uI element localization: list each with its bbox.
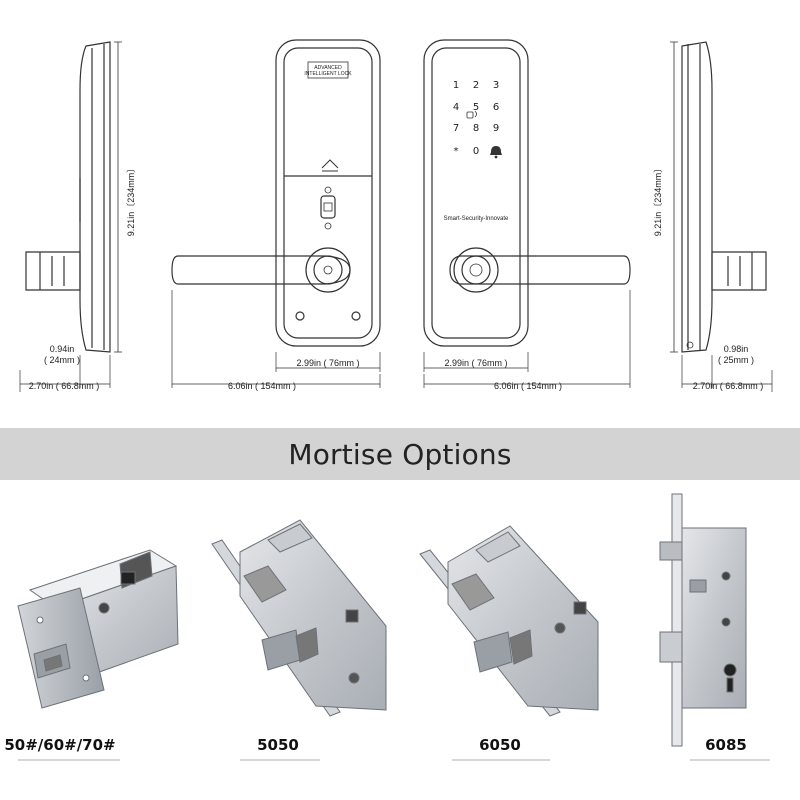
front-view-inner [171,39,381,388]
keypad-key: 3 [493,80,499,91]
brand-line-1: ADVANCED [314,65,342,71]
vertical-mortise-icon [659,493,747,747]
tubular-latch-icon [17,549,179,709]
outer-plate-width-dim: 2.99in ( 76mm ) [444,358,507,368]
left-depth-dim-in: 0.94in [50,344,75,354]
right-depth-dim-in: 0.98in [724,344,749,354]
rfid-icon [466,110,477,119]
keypad-key: 6 [493,102,499,113]
keypad: 1 2 3 4 5 6 7 8 9 * 0 [453,80,499,157]
left-depth-dim-mm: ( 24mm ) [44,355,80,365]
mortise-body-icon [211,519,387,717]
mortise-options-banner: Mortise Options [0,428,800,480]
keypad-key: * [454,146,459,157]
mortise-option-3: 6050 [419,525,599,754]
mortise-option-4: 6085 [659,493,747,754]
left-width-dim: 2.70in ( 66.8mm ) [29,381,100,391]
left-height-dim: 9.21in〔234mm〕 [126,164,136,237]
side-view-left [19,41,122,392]
keypad-key: 9 [493,123,499,134]
caption-option-2: 5050 [257,736,299,754]
front-view-outer [423,39,631,388]
lock-dimension-drawing: 9.21in〔234mm〕 0.94in ( 24mm ) 2.70in ( 6… [19,39,773,392]
right-height-dim: 9.21in〔234mm〕 [653,164,663,237]
mortise-options-gallery: 50#/60#/70# 5050 6050 [4,493,770,761]
doorbell-icon [490,146,502,159]
slogan: Smart-Security-Innovate [444,216,509,222]
side-view-right [670,41,773,392]
mortise-option-1: 50#/60#/70# [4,549,179,754]
caption-option-4: 6085 [705,736,747,754]
caption-option-3: 6050 [479,736,521,754]
inner-plate-width-dim: 2.99in ( 76mm ) [296,358,359,368]
keypad-key: 7 [453,123,459,134]
keypad-key: 2 [473,80,479,91]
right-depth-dim-mm: ( 25mm ) [718,355,754,365]
keypad-key: 1 [453,80,459,91]
inner-total-width-dim: 6.06in ( 154mm ) [228,381,296,391]
keypad-key: 8 [473,123,479,134]
banner-title: Mortise Options [288,437,512,471]
outer-total-width-dim: 6.06in ( 154mm ) [494,381,562,391]
caption-option-1: 50#/60#/70# [4,736,115,754]
keypad-key: 0 [473,146,479,157]
keypad-key: 5 [473,102,479,113]
keypad-key: 4 [453,102,459,113]
mortise-option-2: 5050 [211,519,387,754]
right-width-dim: 2.70in ( 66.8mm ) [693,381,764,391]
brand-line-2: INTELLIGENT LOCK [304,71,352,77]
mortise-body-icon [419,525,599,717]
